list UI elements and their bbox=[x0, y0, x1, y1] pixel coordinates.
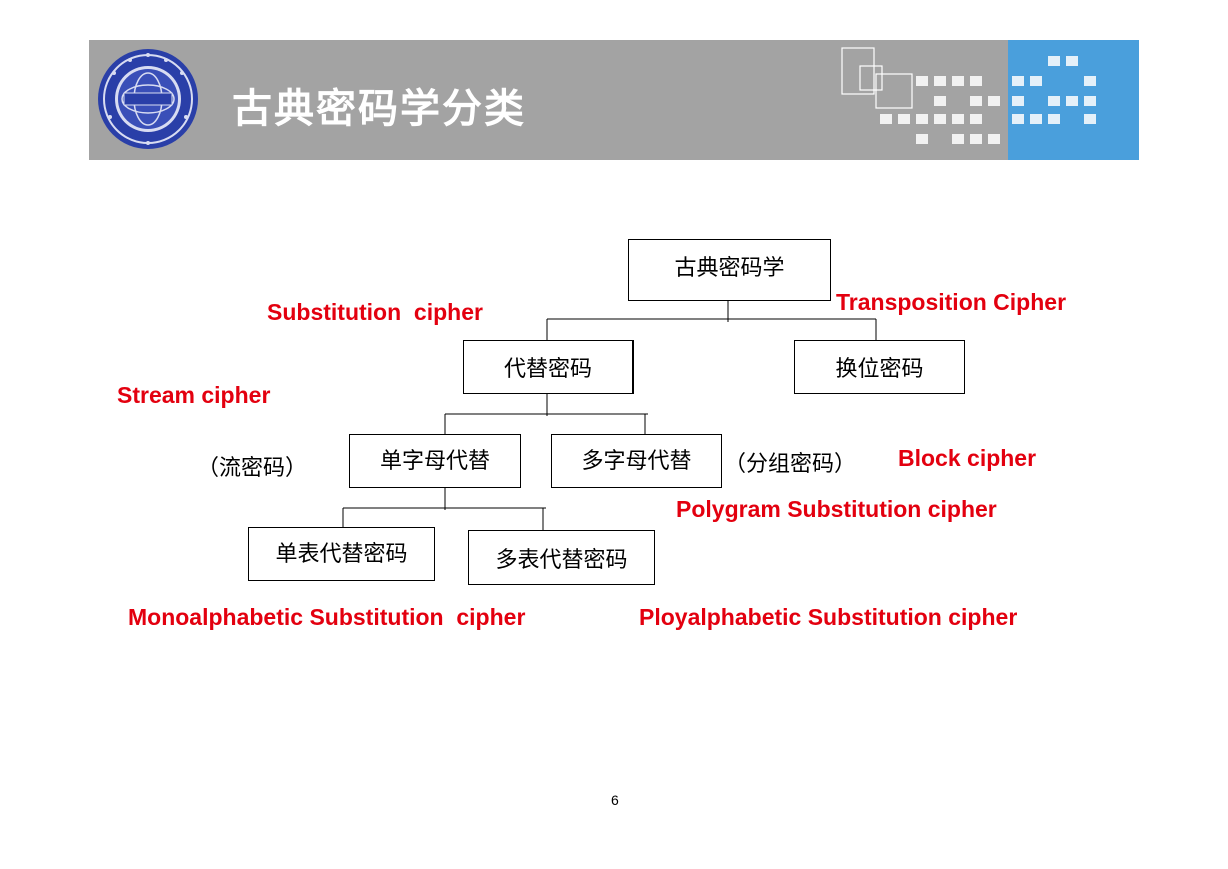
root-node-classical-cryptography: 古典密码学 bbox=[628, 239, 831, 301]
node-monoalphabetic-cipher: 单表代替密码 bbox=[248, 527, 435, 581]
node-monographic-substitution: 单字母代替 bbox=[349, 434, 521, 488]
mono-letter-node-label: 单字母代替 bbox=[379, 449, 490, 474]
block-cipher-label: Block cipher bbox=[898, 445, 1037, 471]
substitution-node-label: 代替密码 bbox=[503, 357, 592, 382]
poly-table-node-label: 多表代替密码 bbox=[495, 547, 628, 573]
root-node-label: 古典密码学 bbox=[674, 256, 785, 281]
stream-cipher-label: Stream cipher bbox=[117, 382, 271, 408]
node-polyalphabetic-cipher: 多表代替密码 bbox=[468, 530, 655, 585]
header-decoration bbox=[841, 47, 1096, 144]
poly-letter-node-label: 多字母代替 bbox=[581, 449, 692, 474]
page-number: 6 bbox=[611, 792, 619, 808]
polyalphabetic-cipher-label: Ployalphabetic Substitution cipher bbox=[639, 604, 1018, 630]
transposition-node-label: 换位密码 bbox=[835, 357, 924, 382]
substitution-cipher-label: Substitution cipher bbox=[267, 299, 483, 325]
page-title: 古典密码学分类 bbox=[232, 86, 526, 132]
node-substitution-cipher: 代替密码 bbox=[463, 340, 634, 394]
node-transposition-cipher: 换位密码 bbox=[794, 340, 965, 394]
node-polygraphic-substitution: 多字母代替 bbox=[551, 434, 722, 488]
monoalphabetic-cipher-label: Monoalphabetic Substitution cipher bbox=[128, 604, 526, 630]
stream-cipher-note: （流密码） bbox=[197, 456, 308, 481]
block-cipher-note: （分组密码） bbox=[724, 452, 857, 477]
polygram-cipher-label: Polygram Substitution cipher bbox=[676, 496, 997, 522]
transposition-cipher-label: Transposition Cipher bbox=[836, 289, 1067, 315]
mono-table-node-label: 单表代替密码 bbox=[275, 542, 408, 567]
university-seal-logo bbox=[98, 49, 198, 149]
